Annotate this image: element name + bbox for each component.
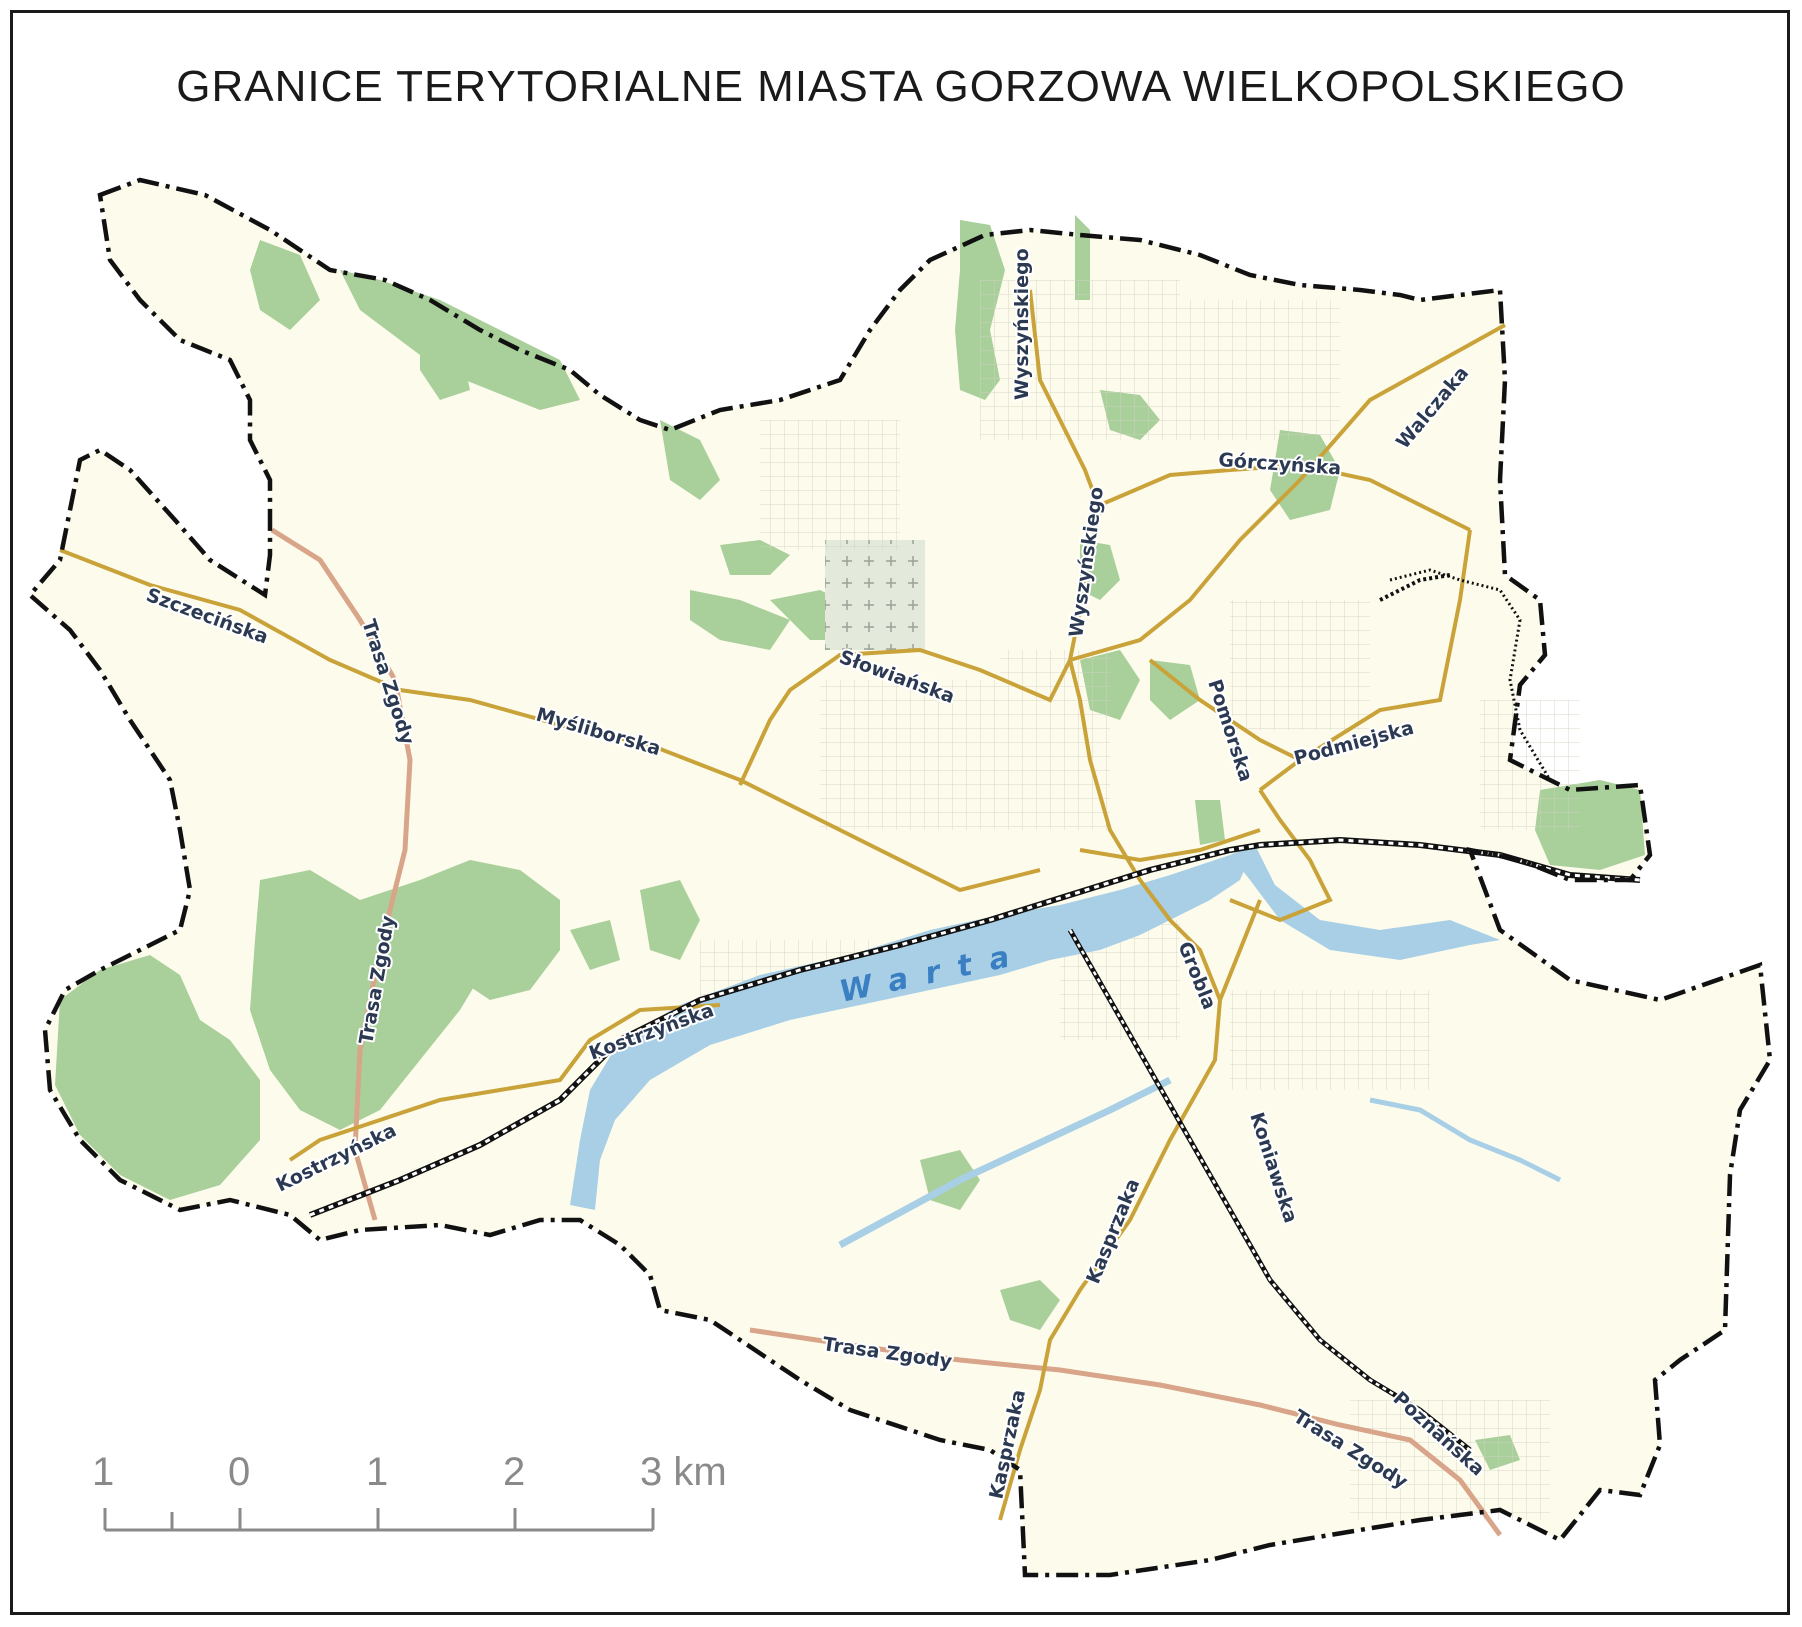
cemetery-area [825,540,925,650]
stream-east [1369,1097,1562,1183]
city-area [30,180,1770,1575]
map-frame [10,10,1790,1615]
scale-label-0: 0 [228,1450,250,1494]
label-wyszynskiego-1: Wyszyńskiego [1011,248,1033,400]
scale-label-1-left: 1 [92,1450,114,1494]
scale-label-2: 2 [503,1450,525,1494]
main-roads [59,289,1506,1521]
label-gorczynska: Górczyńska [1218,449,1342,480]
scale-bar: 1 0 1 2 3 km [92,1450,727,1532]
canal [838,1076,1172,1249]
warta-river [570,845,1255,1210]
map-title: GRANICE TERYTORIALNE MIASTA GORZOWA WIEL… [176,62,1626,111]
city-boundary [26,177,1773,1578]
urban-blocks [700,280,1580,1520]
forest-areas [55,215,1645,1470]
scale-label-3km: 3 km [640,1450,727,1494]
warta-river-east [1230,845,1500,960]
trasa-zgody-road [270,527,1503,1537]
railway-lines [308,568,1641,1452]
scale-label-1: 1 [366,1450,388,1494]
